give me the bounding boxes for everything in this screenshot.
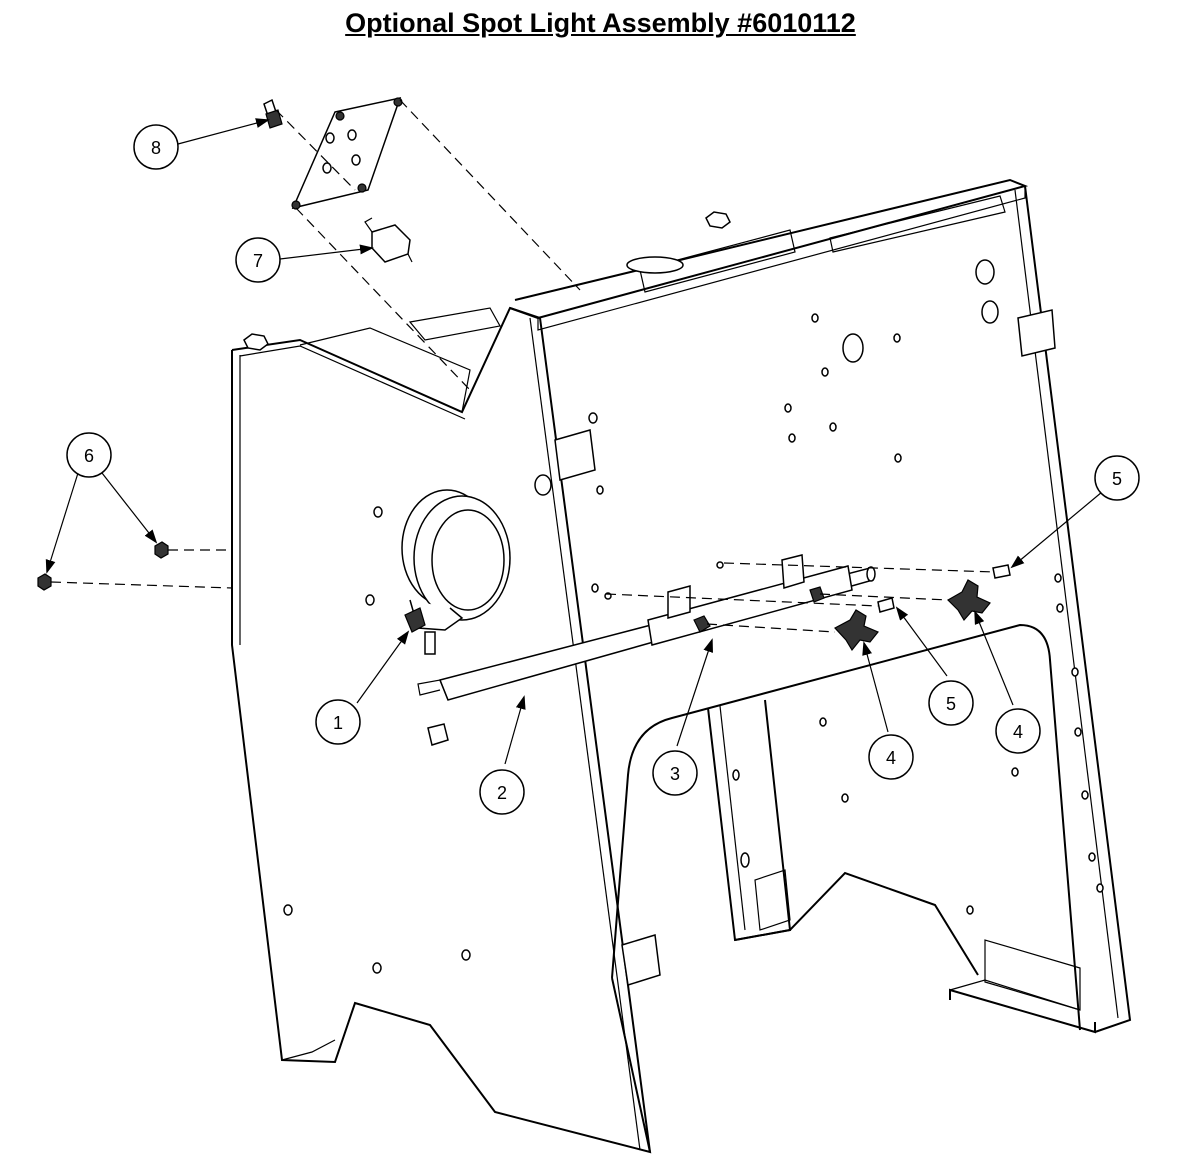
- nut-part-6-upper: [154, 541, 169, 559]
- callout-label: 1: [333, 713, 343, 733]
- callout-label: 7: [253, 251, 263, 271]
- cabinet-frame: [231, 178, 1132, 1154]
- callout-7: 7: [235, 237, 281, 283]
- callout-5-lower: 5: [928, 680, 974, 726]
- bracket-part-3: [647, 554, 853, 646]
- callout-label: 3: [670, 764, 680, 784]
- callout-5-upper: 5: [1094, 455, 1140, 501]
- spot-light-part-1: [401, 489, 511, 746]
- callout-4-right: 4: [995, 708, 1041, 754]
- knob-part-4-right: [947, 579, 991, 622]
- switch-plate: [291, 96, 403, 210]
- panel-holes: [283, 259, 1104, 974]
- callout-label: 4: [886, 748, 896, 768]
- assembly-lines: [50, 99, 996, 633]
- toggle-switch-part-7: [364, 217, 413, 263]
- callout-label: 5: [1112, 469, 1122, 489]
- callout-2: 2: [479, 769, 525, 815]
- hex-screw-part-8: [263, 98, 283, 129]
- callout-6: 6: [66, 432, 112, 478]
- callout-8: 8: [133, 124, 179, 170]
- bolt-part-5-lower: [877, 597, 895, 613]
- diagram-title: Optional Spot Light Assembly #6010112: [345, 8, 856, 38]
- callout-label: 4: [1013, 722, 1023, 742]
- callout-4-left: 4: [868, 734, 914, 780]
- callout-1: 1: [315, 699, 361, 745]
- bolt-part-5-upper: [992, 564, 1011, 579]
- callout-label: 6: [84, 446, 94, 466]
- nut-part-6-lower: [37, 573, 52, 591]
- callout-label: 8: [151, 138, 161, 158]
- leader-lines: [45, 118, 1103, 765]
- callout-label: 5: [946, 694, 956, 714]
- knob-part-4-left: [834, 609, 879, 652]
- callout-label: 2: [497, 783, 507, 803]
- callout-3: 3: [652, 750, 698, 796]
